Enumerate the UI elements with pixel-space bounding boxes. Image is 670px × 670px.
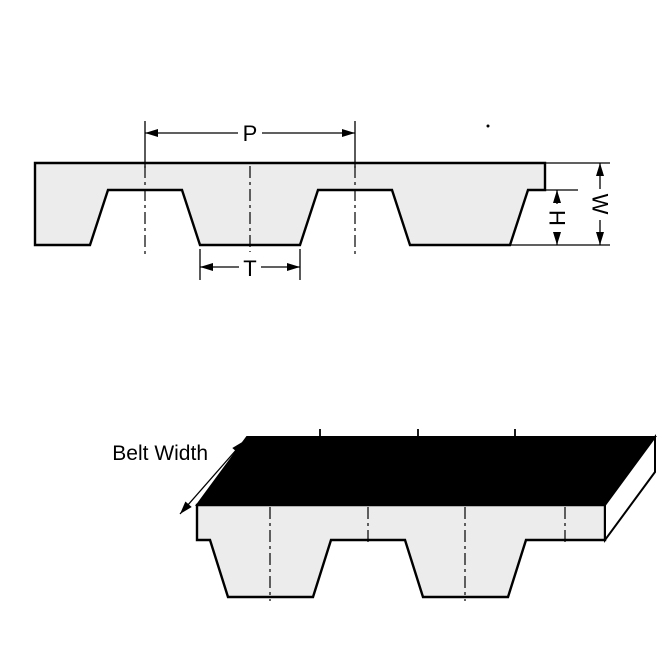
tooth-width-arrow-left <box>200 263 213 271</box>
belt-width-arrow-upper <box>232 441 244 454</box>
belt-thickness-dimension: W <box>588 163 613 245</box>
belt-profile <box>33 161 547 247</box>
pitch-label: P <box>243 121 258 146</box>
belt-width-arrow-lower <box>180 501 192 514</box>
tooth-height-arrow-bottom <box>553 232 561 245</box>
tooth-height-label: H <box>545 210 570 226</box>
perspective-view: Belt Width <box>112 429 657 601</box>
belt-top-surface <box>195 436 657 506</box>
tooth-width-arrow-right <box>287 263 300 271</box>
pitch-arrow-left <box>145 129 158 137</box>
tooth-height-label-bg <box>547 204 567 232</box>
tooth-width-label: T <box>243 256 256 281</box>
belt-width-dimension-line <box>179 440 245 515</box>
belt-width-label: Belt Width <box>112 442 208 465</box>
belt-thickness-label: W <box>588 194 613 215</box>
belt-front-face <box>195 503 607 599</box>
tooth-width-dimension: T <box>199 249 301 281</box>
belt-thickness-label-bg <box>589 189 611 220</box>
pitch-label-bg <box>238 121 262 143</box>
belt-thickness-arrow-bottom <box>596 232 604 245</box>
cross-section-view: P T H W <box>33 121 613 281</box>
tooth-width-label-bg <box>239 255 261 278</box>
belt-end-face <box>604 433 656 544</box>
tooth-height-arrow-top <box>553 190 561 203</box>
speck <box>486 124 490 128</box>
belt-width-dimension: Belt Width <box>112 440 245 515</box>
pitch-dimension: P <box>144 121 356 168</box>
belt-thickness-arrow-top <box>596 163 604 176</box>
pitch-arrow-right <box>342 129 355 137</box>
tooth-height-dimension: H <box>545 190 570 245</box>
